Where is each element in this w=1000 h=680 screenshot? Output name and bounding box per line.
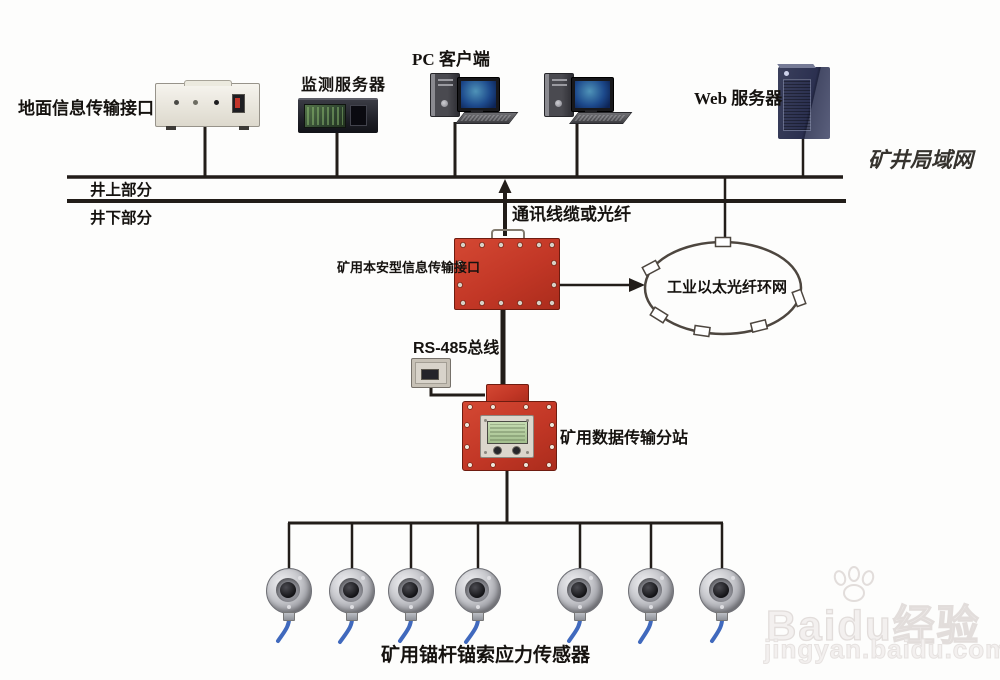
sensor-cable-gland [645, 612, 657, 621]
server-slot [350, 105, 367, 126]
fiber-ring [641, 236, 807, 338]
watermark-brand-latin: Baidu [765, 601, 893, 649]
sensor-hole [642, 582, 658, 598]
underground-section-label: 井下部分 [90, 210, 153, 227]
pc-keyboard [455, 112, 519, 124]
pc-tower [544, 73, 574, 117]
rs485-lines [429, 309, 506, 397]
stress-sensor-7 [699, 568, 745, 621]
comm-cable-arrow [498, 179, 512, 236]
ring-arrow [560, 278, 645, 292]
pc-monitor [457, 77, 500, 112]
watermark-site: jingyan.baidu.com [763, 634, 1000, 665]
watermark-brand-cn: 经验 [892, 601, 981, 649]
fiber-ring-label: 工业以太光纤环网 [667, 280, 788, 296]
indicator-led [193, 100, 198, 105]
indicator-led [214, 100, 219, 105]
box-handle [491, 229, 525, 241]
stress-sensor-2 [329, 568, 375, 621]
pc-monitor [571, 77, 614, 112]
panel-knob [512, 446, 521, 455]
stress-sensor-3 [388, 568, 434, 621]
sensor-hole [469, 582, 485, 598]
sensor-hole [280, 582, 296, 598]
stress-sensor-5 [557, 568, 603, 621]
device-foot [239, 126, 249, 130]
server-display [304, 104, 346, 128]
sensor-cable-gland [405, 612, 417, 621]
monitor-server-label: 监测服务器 [301, 77, 387, 94]
device-foot [166, 126, 176, 130]
box-bolts [457, 242, 558, 307]
web-server-label: Web 服务器 [694, 89, 783, 108]
substation-label: 矿用数据传输分站 [560, 430, 689, 447]
stress-sensor-1 [266, 568, 312, 621]
sensor-hole [571, 582, 587, 598]
device-drop-lines [203, 122, 805, 241]
box-bolts [464, 404, 555, 468]
power-switch [232, 94, 245, 113]
sensor-cable-gland [346, 612, 358, 621]
stress-sensor-6 [628, 568, 674, 621]
ground-interface-device [155, 80, 260, 130]
web-server-device [778, 67, 830, 139]
lan-bus-lines [67, 175, 846, 203]
surface-section-label: 井上部分 [90, 182, 153, 199]
mine-lan-label: 矿井局域网 [868, 148, 973, 172]
rs485-bus-label: RS-485总线 [413, 340, 500, 357]
monitor-server-device [298, 98, 378, 133]
substation-top-section [486, 384, 529, 404]
sensor-cable-gland [472, 612, 484, 621]
safe-interface-label: 矿用本安型信息传输接口 [337, 260, 481, 275]
indicator-led [174, 100, 179, 105]
paw-print-icon [833, 566, 875, 602]
sensor-cable-gland [574, 612, 586, 621]
panel-knob [493, 446, 502, 455]
sensor-hole [713, 582, 729, 598]
watermark-brand: Baidu经验 [765, 592, 981, 653]
substation-lcd-display [487, 421, 528, 444]
ground-interface-label: 地面信息传输接口 [18, 99, 154, 118]
stress-sensor-label: 矿用锚杆锚索应力传感器 [381, 645, 591, 666]
pc-screen [575, 81, 610, 108]
sensor-distribution-lines [287, 468, 724, 572]
sensor-cable-gland [283, 612, 295, 621]
sensor-hole [343, 582, 359, 598]
safe-interface-device [454, 238, 560, 310]
pc-client-label: PC 客户端 [412, 50, 490, 69]
pc-screen [461, 81, 496, 108]
rs485-barrier-device [411, 358, 451, 388]
comm-cable-label: 通讯线缆或光纤 [512, 205, 631, 224]
server-logo [784, 71, 789, 76]
pc-tower [430, 73, 460, 117]
substation-panel [480, 415, 534, 458]
pc-keyboard [569, 112, 633, 124]
substation-device [462, 401, 557, 471]
stress-sensor-4 [455, 568, 501, 621]
sensor-hole [402, 582, 418, 598]
sensor-cable-gland [716, 612, 728, 621]
